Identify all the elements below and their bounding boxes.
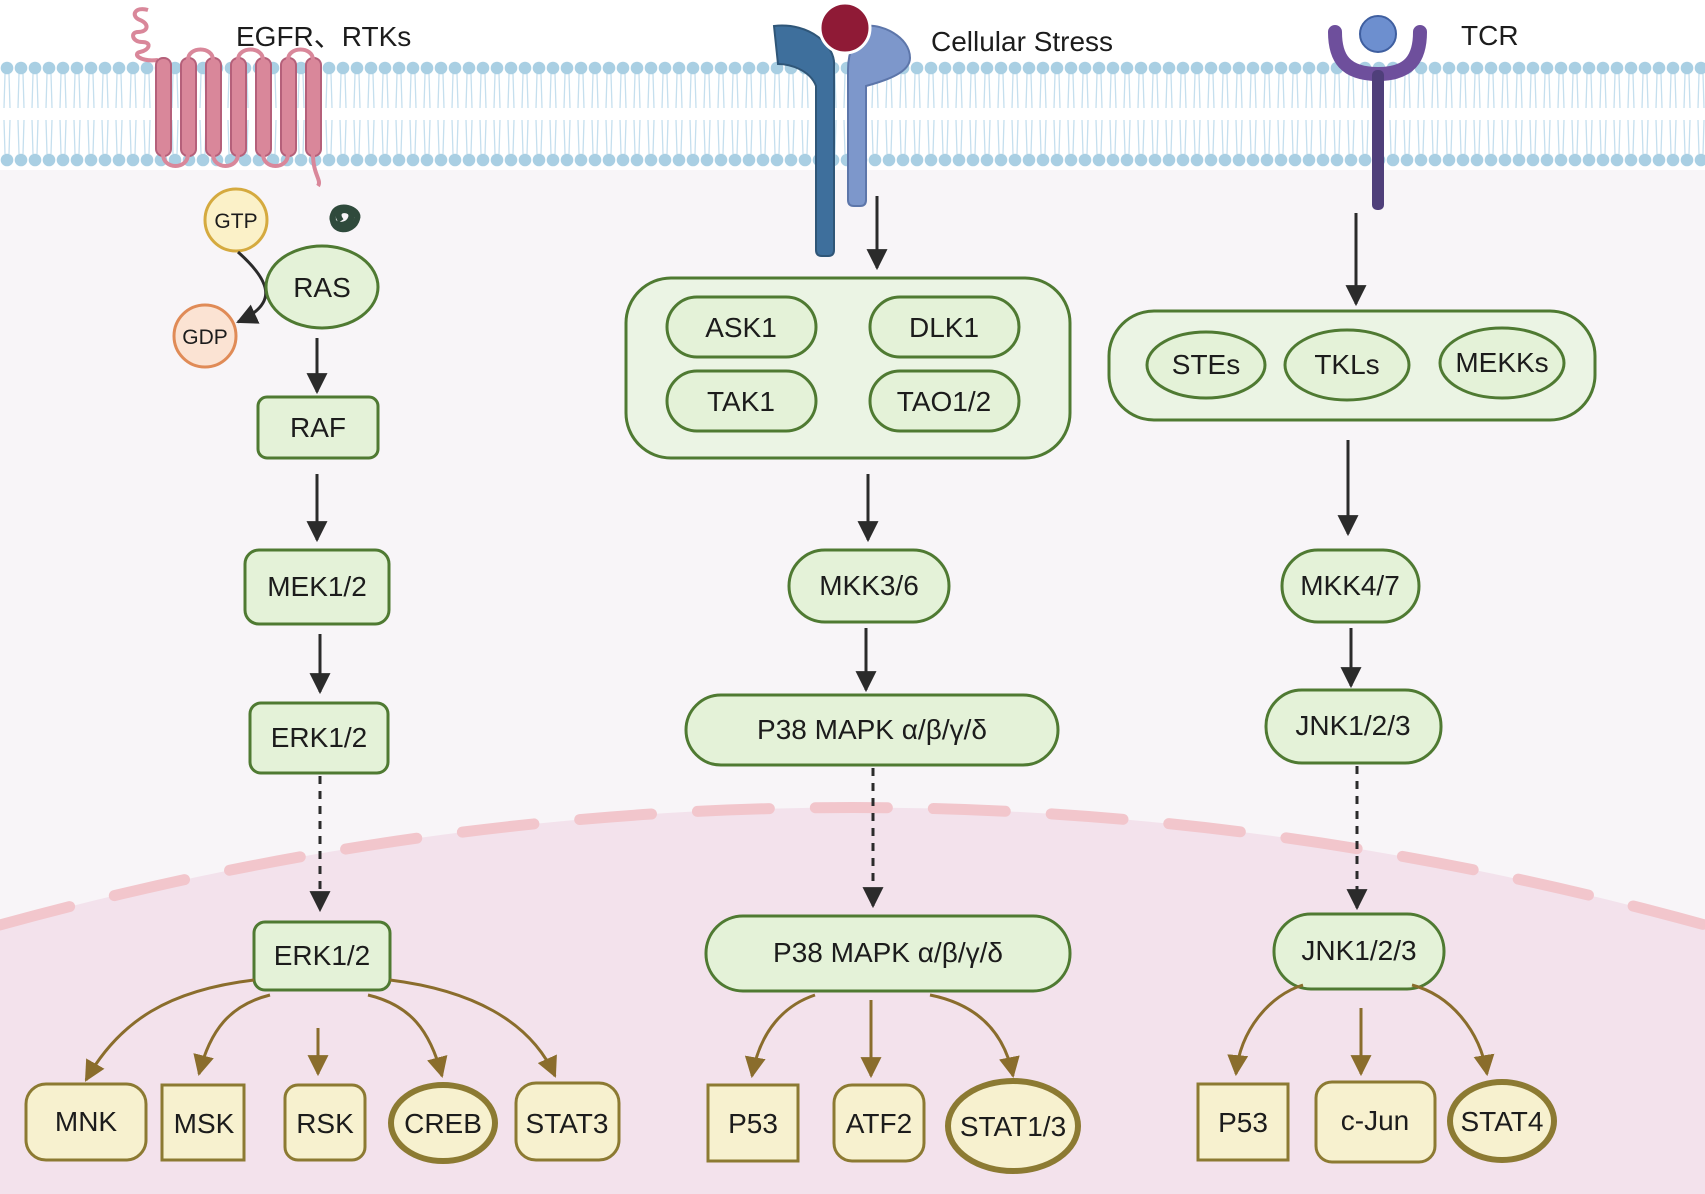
erk-target-arrows	[84, 978, 557, 1082]
jnk-cyto-node	[1264, 688, 1443, 765]
gdp-node	[172, 303, 238, 369]
lipid-anchor-icon	[329, 204, 361, 233]
stat13-node	[945, 1078, 1081, 1174]
erk-cyto-node	[248, 701, 390, 775]
stat4-node	[1447, 1079, 1557, 1163]
tkls-label: TKLs	[1314, 349, 1379, 380]
erk-nuc-label: ERK1/2	[274, 940, 371, 971]
jnk-target-arrows	[1227, 983, 1495, 1077]
jnk-nuc-node	[1272, 912, 1446, 991]
dlk1-label: DLK1	[909, 312, 979, 343]
stes-label: STEs	[1172, 349, 1240, 380]
atf2-label: ATF2	[846, 1108, 912, 1139]
mek-node	[243, 548, 391, 626]
p38-nuc-label: P38 MAPK α/β/γ/δ	[773, 937, 1003, 968]
mkk36-node	[787, 548, 951, 624]
gtp-node	[203, 187, 269, 253]
tao12-node	[868, 369, 1021, 433]
erk-cyto-label: ERK1/2	[271, 722, 368, 753]
p38-nuc-node	[704, 914, 1072, 993]
msk-label: MSK	[174, 1108, 235, 1139]
tkls-node	[1283, 328, 1411, 402]
p38-cyto-node	[684, 693, 1060, 767]
tak1-node	[665, 369, 818, 433]
creb-label: CREB	[404, 1108, 482, 1139]
ras-node	[264, 244, 380, 330]
p53-jnk-node	[1196, 1082, 1290, 1162]
mkk36-label: MKK3/6	[819, 570, 919, 601]
stes-node	[1145, 330, 1267, 400]
jnk-nuc-label: JNK1/2/3	[1301, 935, 1416, 966]
egfr-label: EGFR、RTKs	[236, 21, 411, 52]
nuclear-envelope	[0, 802, 1705, 931]
tcr-receptor-icon	[1328, 15, 1427, 210]
mkk47-label: MKK4/7	[1300, 570, 1400, 601]
tak1-label: TAK1	[707, 386, 775, 417]
ras-label: RAS	[293, 272, 351, 303]
jnk-cyto-label: JNK1/2/3	[1295, 710, 1410, 741]
atf2-node	[832, 1083, 926, 1163]
mekks-node	[1438, 326, 1566, 400]
stat13-label: STAT1/3	[960, 1111, 1066, 1142]
dlk1-node	[868, 295, 1021, 359]
mnk-node	[24, 1082, 148, 1162]
stress-label: Cellular Stress	[931, 26, 1113, 57]
p53-label: P53	[728, 1108, 778, 1139]
ask1-label: ASK1	[705, 312, 777, 343]
ask1-node	[665, 295, 818, 359]
mkk47-node	[1280, 548, 1421, 624]
cjun-label: c-Jun	[1341, 1105, 1409, 1136]
mek-label: MEK1/2	[267, 571, 367, 602]
gtp-label: GTP	[214, 210, 257, 233]
msk-node	[160, 1083, 246, 1162]
p53-jnk-label: P53	[1218, 1107, 1268, 1138]
rsk-label: RSK	[296, 1108, 354, 1139]
p38-cyto-label: P38 MAPK α/β/γ/δ	[757, 714, 987, 745]
rsk-node	[283, 1083, 367, 1162]
erk-nuc-node	[252, 920, 392, 992]
stat3-label: STAT3	[526, 1108, 609, 1139]
stat3-node	[514, 1081, 621, 1162]
creb-node	[388, 1082, 498, 1164]
raf-label: RAF	[290, 412, 346, 443]
mekks-label: MEKKs	[1455, 347, 1548, 378]
p53-node	[706, 1083, 800, 1163]
raf-node	[256, 395, 380, 460]
p38-target-arrows	[744, 993, 1020, 1079]
mnk-label: MNK	[55, 1106, 118, 1137]
cjun-node	[1314, 1080, 1437, 1164]
tao12-label: TAO1/2	[897, 386, 991, 417]
gdp-label: GDP	[182, 326, 228, 349]
tcr-label: TCR	[1461, 20, 1519, 51]
stress-receptor-icon	[772, 1, 912, 257]
stat4-label: STAT4	[1461, 1106, 1544, 1137]
egfr-receptor-icon	[131, 7, 322, 188]
